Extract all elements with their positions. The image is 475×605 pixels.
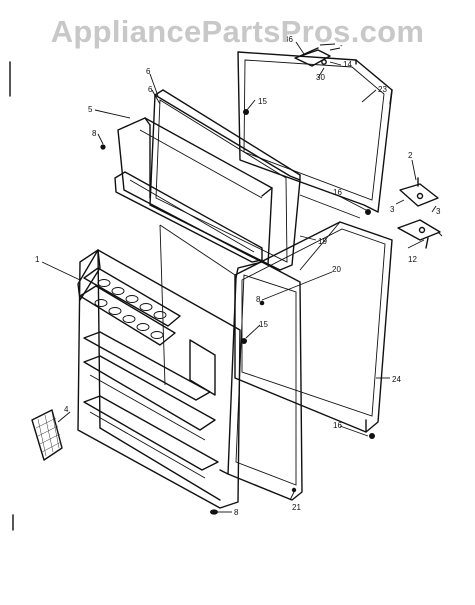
callout-1: 1: [35, 255, 40, 264]
callout-24: 24: [392, 375, 401, 384]
callout-4: 4: [64, 405, 69, 414]
fresh-food-door-frame: [219, 261, 303, 501]
fresh-food-door-liner: [77, 249, 241, 509]
callout-6-upper: 6: [146, 67, 151, 76]
freezer-door-outer: [237, 51, 393, 213]
callout-12: 12: [408, 255, 417, 264]
callout-3-left: 3: [390, 205, 395, 214]
top-hinge-assembly: [294, 43, 336, 67]
leader-lines: [41, 41, 437, 513]
callout-15-lower: 15: [259, 320, 268, 329]
callout-16-upper: 16: [333, 188, 342, 197]
callout-8-top: 8: [92, 129, 97, 138]
screws: [100, 109, 375, 515]
callout-2: 2: [408, 151, 413, 160]
small-grille-part: [31, 409, 63, 461]
callout-14: 14: [343, 60, 352, 69]
freezer-door-frame: [149, 89, 301, 271]
callout-8-bottom: 8: [234, 508, 239, 517]
callout-36: 36: [284, 35, 293, 44]
callout-20: 20: [332, 265, 341, 274]
callout-8-mid: 8: [256, 295, 261, 304]
middle-hinge-lower: [397, 219, 443, 249]
callout-15-upper: 15: [258, 97, 267, 106]
callout-labels: 1 2 3 3 4 5 6 6 8 8 8 12 14 15 15 16 16 …: [35, 35, 441, 517]
callout-23: 23: [378, 85, 387, 94]
callout-5: 5: [88, 105, 93, 114]
callout-30: 30: [316, 73, 325, 82]
callout-14-top: -: [340, 41, 343, 50]
egg-cups: [94, 279, 167, 339]
middle-hinge-upper: [399, 177, 439, 207]
callout-6-lower: 6: [148, 85, 153, 94]
callout-16-lower: 16: [333, 421, 342, 430]
callout-21: 21: [292, 503, 301, 512]
callout-19: 19: [318, 237, 327, 246]
callout-3-right: 3: [436, 207, 441, 216]
